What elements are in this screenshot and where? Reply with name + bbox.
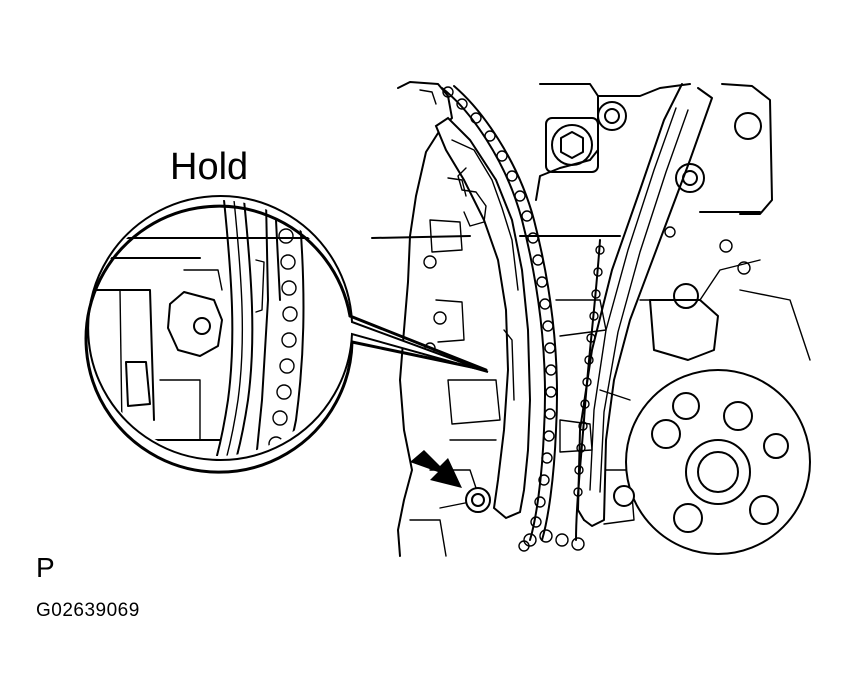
arrow-icon	[410, 450, 462, 488]
magnified-view	[84, 195, 489, 474]
tensioner-arm	[434, 116, 532, 520]
cam-bolt	[545, 101, 762, 193]
timing-chain	[441, 85, 605, 552]
view-code-label: P	[36, 552, 55, 583]
figure-id-label: G02639069	[36, 600, 140, 621]
crankshaft-pulley	[613, 283, 811, 555]
pivot-bolt	[465, 487, 491, 513]
chain-guide	[577, 83, 713, 527]
hold-label: Hold	[170, 146, 249, 188]
